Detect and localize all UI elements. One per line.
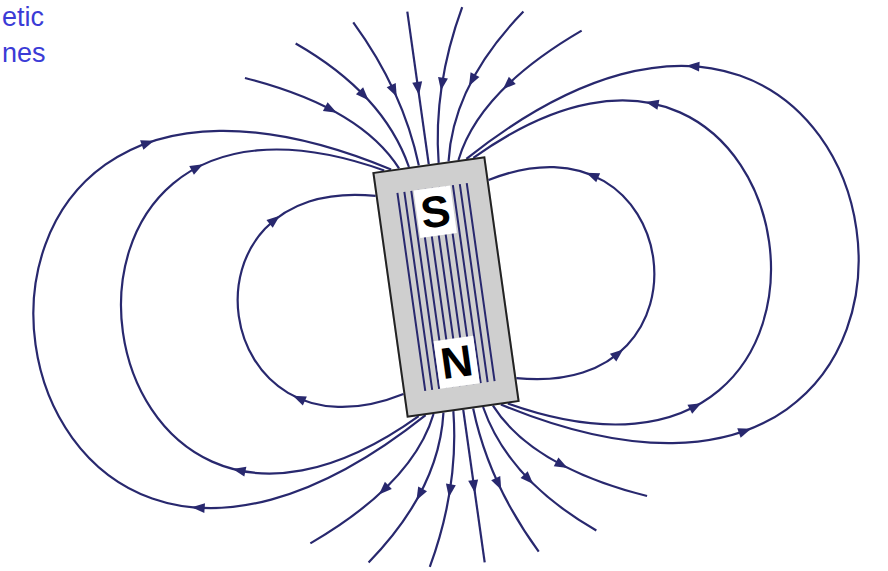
bar-magnet: SN <box>372 156 519 417</box>
arrowhead <box>554 457 570 472</box>
arrowhead <box>436 77 448 91</box>
inner-lines <box>397 183 494 391</box>
arrowhead <box>584 168 600 182</box>
field-line <box>349 413 462 563</box>
field-line <box>296 30 409 180</box>
arrowhead <box>323 102 339 117</box>
field-line <box>353 16 419 172</box>
arrowheads <box>136 40 756 534</box>
arrowhead <box>232 464 247 476</box>
field-loop <box>457 43 882 468</box>
arrowhead <box>191 502 205 513</box>
field-line <box>295 414 449 543</box>
field-line <box>443 31 597 160</box>
pole-letter: S <box>414 185 458 238</box>
field-line <box>463 410 484 563</box>
inner-field-lines <box>397 183 494 391</box>
arrowhead <box>686 61 700 72</box>
title-fragment: etic <box>2 2 44 32</box>
arrowhead <box>291 391 307 405</box>
arrowhead <box>645 97 660 109</box>
title-fragment: nes <box>2 38 46 68</box>
arrowhead <box>387 83 402 99</box>
arrowhead <box>499 77 515 93</box>
field-line <box>493 386 647 515</box>
magnet-body <box>372 156 519 417</box>
arrowhead <box>491 476 506 492</box>
arrowhead <box>375 482 391 498</box>
arrowhead <box>266 212 282 228</box>
arrowhead <box>468 479 480 493</box>
arrowhead <box>356 87 372 103</box>
field-loop <box>9 106 434 531</box>
field-loop <box>488 153 668 383</box>
arrowhead <box>465 72 480 88</box>
arrowhead <box>687 399 703 414</box>
arrowhead <box>737 424 753 438</box>
arrowhead <box>412 487 427 503</box>
field-line <box>245 58 399 187</box>
arrowhead <box>189 160 205 175</box>
field-loop <box>224 190 404 420</box>
arrowhead <box>521 471 537 487</box>
arrowhead <box>140 136 156 150</box>
field-loop <box>468 81 792 441</box>
field-line <box>473 402 539 558</box>
field-line <box>409 411 475 567</box>
arrowhead <box>444 484 456 498</box>
arrowhead <box>610 346 626 362</box>
field-line <box>429 12 542 162</box>
field-loop <box>100 133 424 493</box>
arrowhead <box>412 81 424 95</box>
pole-letter: N <box>434 336 480 389</box>
field-line <box>407 12 428 165</box>
